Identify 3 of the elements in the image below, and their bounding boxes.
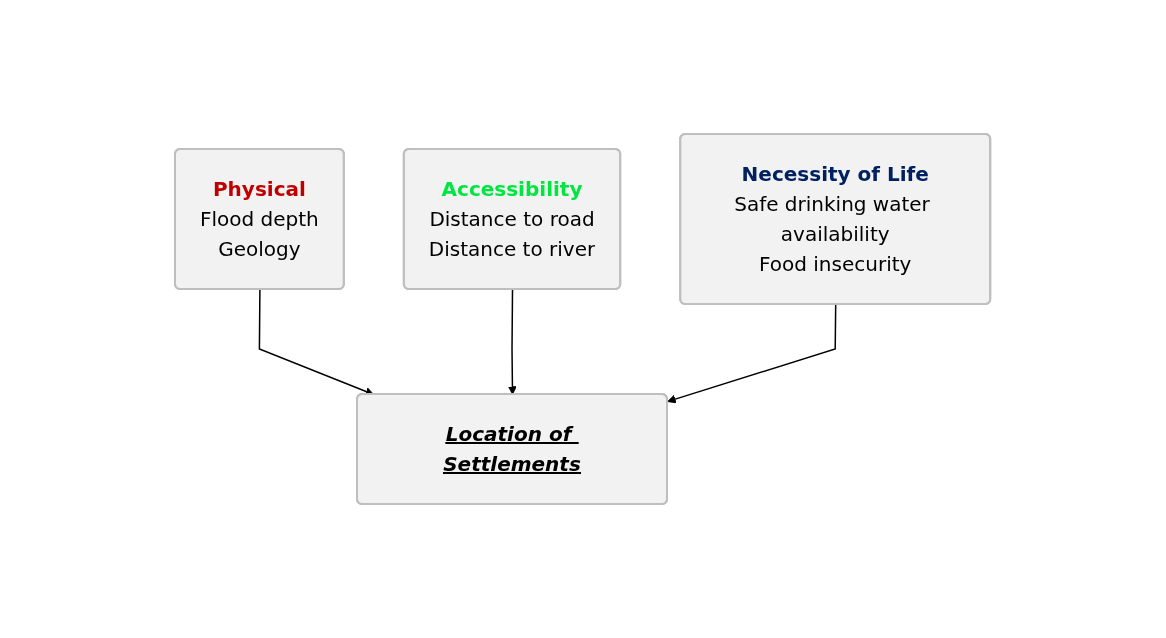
arrow [259, 288, 375, 396]
arrow [508, 288, 518, 395]
arrow [667, 303, 837, 404]
